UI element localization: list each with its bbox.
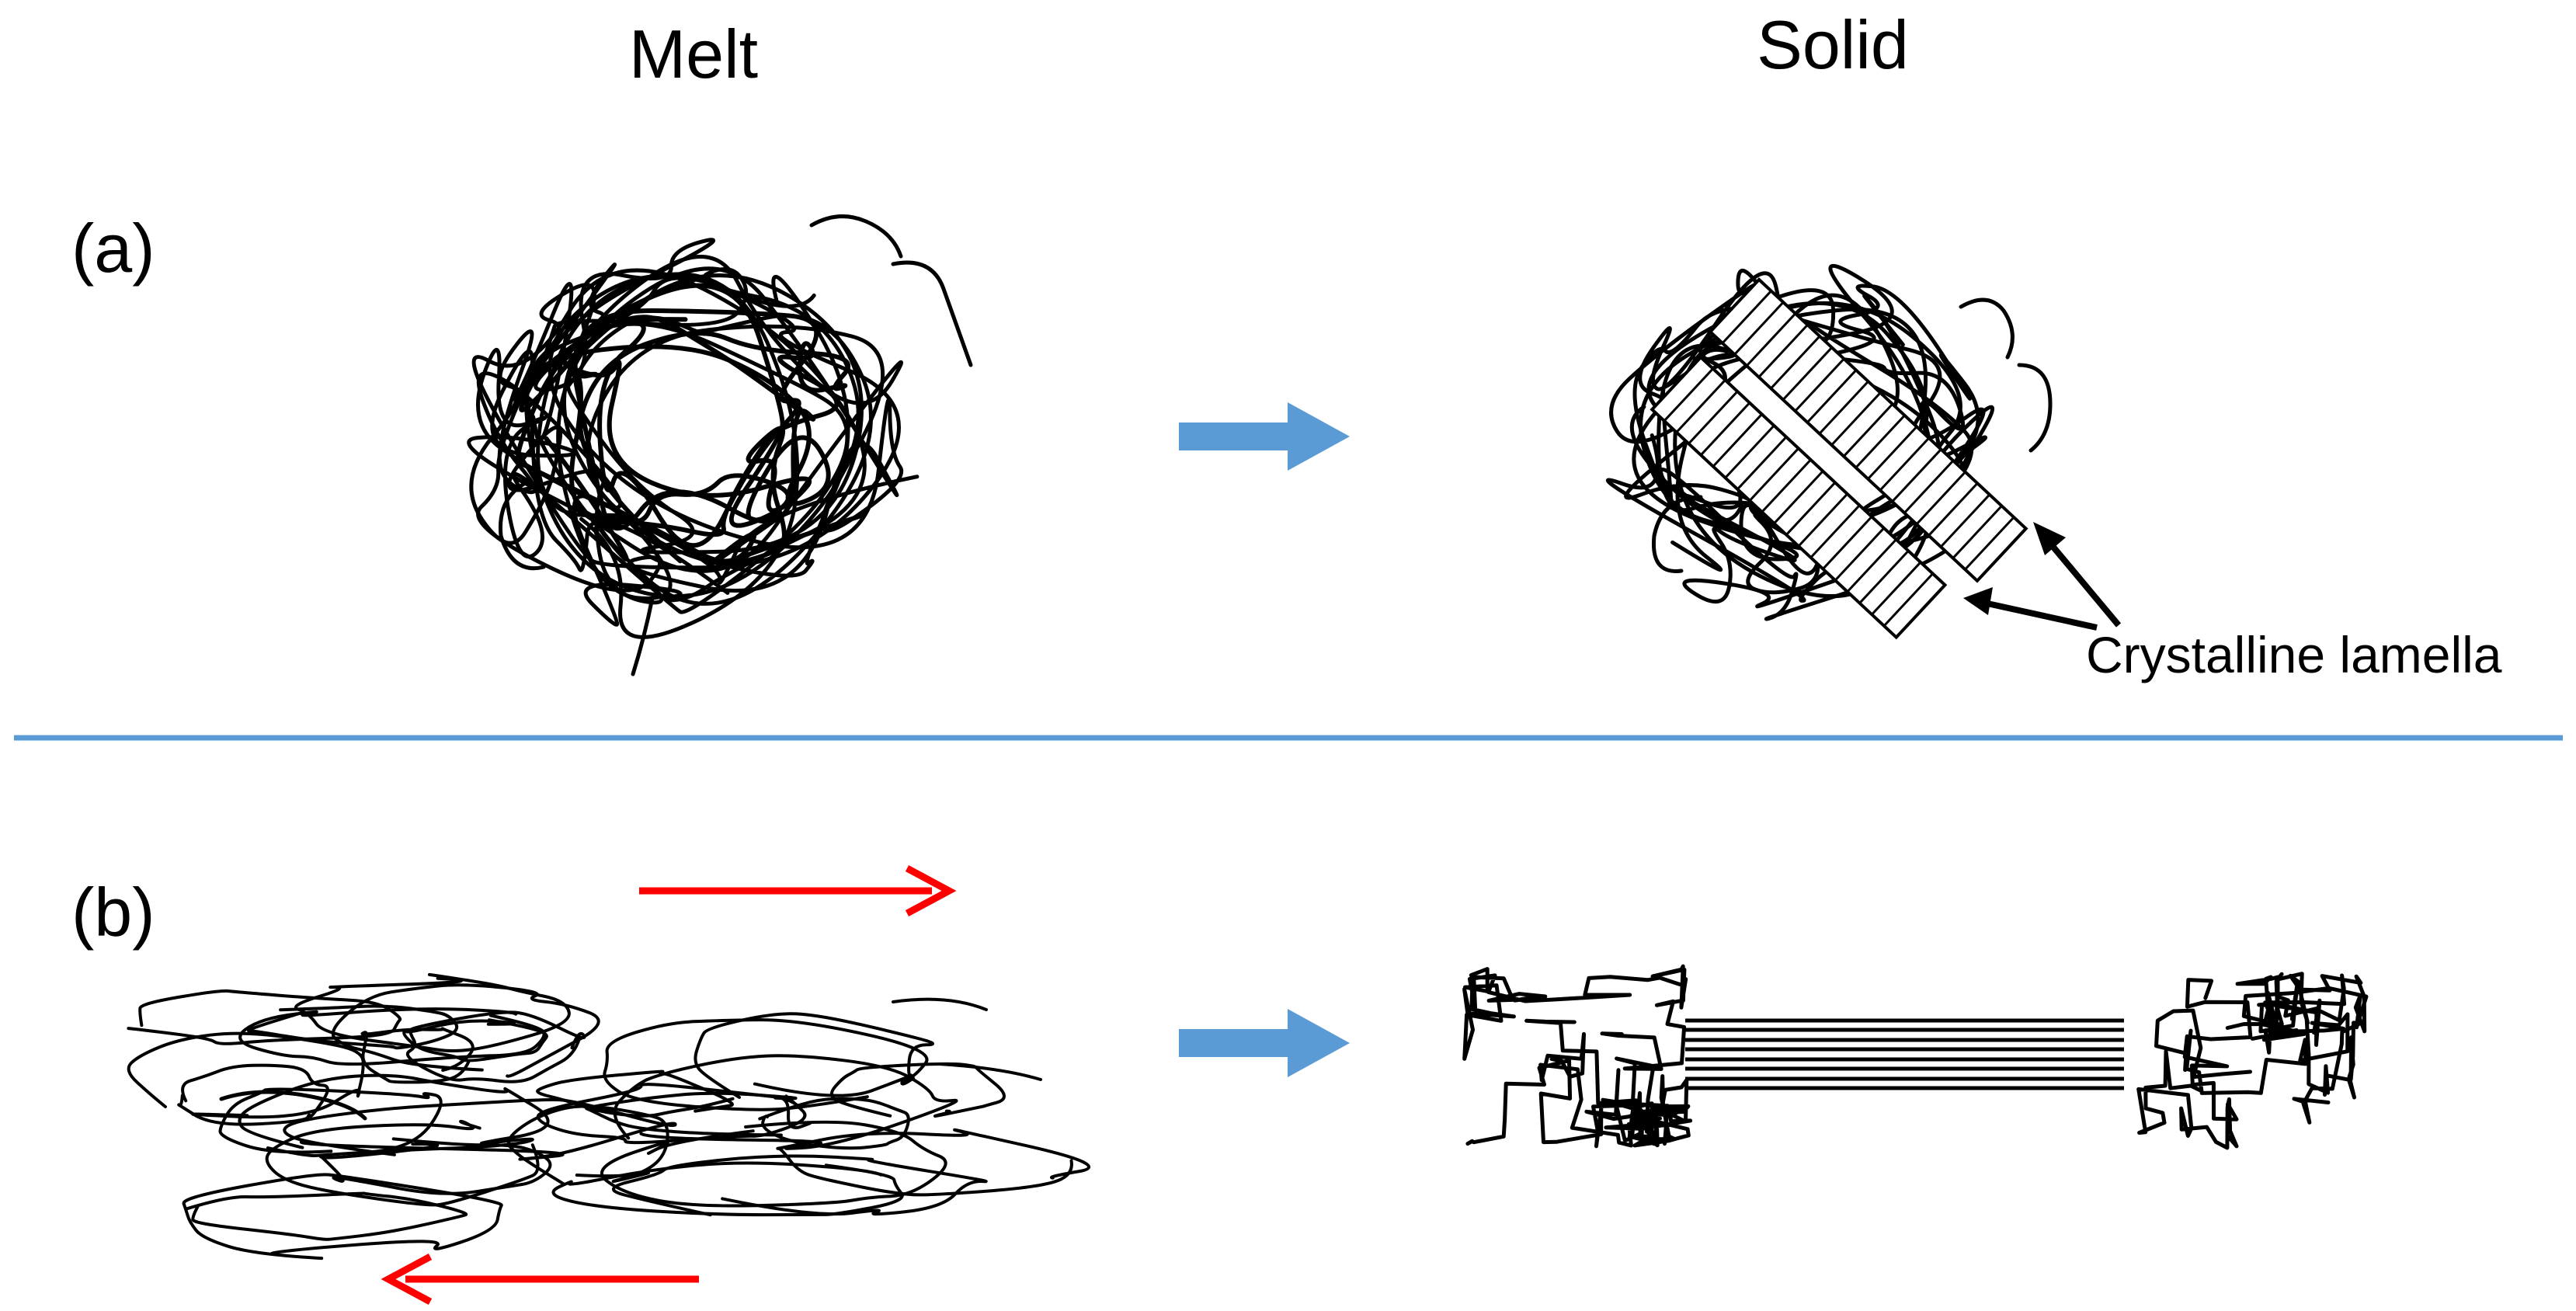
process-arrow-a [1179,402,1350,471]
folded-chain-stem [1834,527,1885,582]
folded-chain-stem [1746,312,1796,367]
stretched-loop [184,1191,468,1241]
folded-chain-stem [1663,367,1714,422]
folded-chain-stem [1940,493,1990,548]
folded-chain-stem [1794,357,1845,412]
folded-chain-stem [1770,335,1821,390]
folded-chain-stem [1843,403,1893,457]
folded-chain-stem [1903,460,1955,514]
chain-segment [471,238,920,627]
chain-tail [498,479,546,571]
chain-segment [2136,978,2253,1150]
folded-chain-stem [1700,402,1750,456]
stretched-loop [536,1069,735,1118]
folded-chain-stem [1785,482,1837,536]
folded-chain-stem [1748,447,1799,502]
folded-chain-stem [1757,324,1809,378]
stretched-loop [585,1091,812,1137]
stretched-loop [238,1007,546,1066]
chain-tail [809,214,903,259]
panel-a-label: (a) [71,210,155,287]
random-coil-melt [467,214,973,676]
lamella-pointer-arrows [1963,522,2122,631]
crystalline-lamellae [1650,277,2028,640]
stretched-loop [536,1083,807,1145]
folded-chain-stem [1871,561,1922,616]
panel-b-label: (b) [71,874,155,951]
stretched-loop [776,1128,1091,1197]
stretched-loop [294,972,571,1052]
stretched-loop [612,1154,988,1217]
folded-chain-stem [1712,413,1763,468]
folded-chain-stem [1724,424,1775,479]
folded-chain-stem [1721,290,1772,344]
folded-chain-stem [1964,516,2015,571]
folded-chain-stem [1688,390,1739,445]
folded-chain-stem [1846,538,1897,593]
folded-chain-stem [1891,448,1942,502]
chain-segment [467,255,904,606]
chain-tail [1651,495,1703,573]
chain-tail [2017,363,2053,453]
folded-chain-stem [1855,414,1906,469]
chain-segment [1465,1018,1691,1149]
folded-chain-stem [1830,391,1882,447]
folded-chain-stem [1822,516,1873,570]
folded-chain-stem [1809,504,1861,558]
chain-tail [631,596,655,676]
folded-chain-stem [1806,369,1858,423]
folded-chain-stem [1733,301,1785,356]
process-arrow-b [1179,1009,1350,1077]
folded-chain-stem [1782,346,1833,401]
stretched-loop [265,1119,540,1207]
folded-chain-stem [1818,381,1869,435]
fibril-coil-left [1462,964,1693,1149]
folded-chain-stem [1773,470,1824,524]
folded-chain-stem [1882,572,1934,627]
chain-segment [1462,964,1688,1071]
stretched-loop [218,1087,443,1157]
shear-arrow-left [381,1254,699,1305]
folded-chain-stem [1797,492,1848,548]
stretched-loop [318,1137,552,1195]
shear-arrow-right [639,865,957,916]
oriented-coil-melt [127,972,1091,1261]
folded-chain-stem [1928,482,1979,537]
chain-tail [892,997,988,1011]
lamella-upper [1708,277,2028,583]
stretched-loop [402,1018,548,1062]
stretched-loop [600,1120,947,1208]
chain-tail [938,1062,1042,1081]
chain-tail [1959,297,2015,360]
chain-tail [219,1090,367,1121]
melt-header: Melt [629,16,758,92]
folded-chain-stem [1879,436,1930,492]
extended-chain-fibril [1685,1018,2124,1090]
chain-tail [891,260,973,367]
folded-chain-stem [1952,505,2003,559]
fibril-coil-right [2136,972,2369,1150]
folded-chain-stem [1858,550,1910,604]
solid-header: Solid [1757,6,1909,83]
folded-chain-stem [1736,436,1788,490]
folded-chain-stem [1867,426,1918,480]
chain-segment [2199,972,2364,1125]
stretched-loop [551,1161,904,1217]
stretched-loop [238,1073,550,1154]
folded-chain-stem [1675,379,1726,433]
stretched-loop [694,1012,934,1099]
crystalline-lamella-label: Crystalline lamella [2086,626,2502,683]
stretched-loop [127,989,402,1045]
lamella-lower [1650,355,1948,640]
stretched-loop [182,1173,503,1261]
stretched-loop [177,1063,329,1126]
chain-segment [516,283,864,569]
folded-chain-stem [1761,458,1812,513]
stretched-loop [331,983,600,1078]
stretched-loop [360,1027,475,1084]
folded-chain-stem [1915,471,1966,525]
